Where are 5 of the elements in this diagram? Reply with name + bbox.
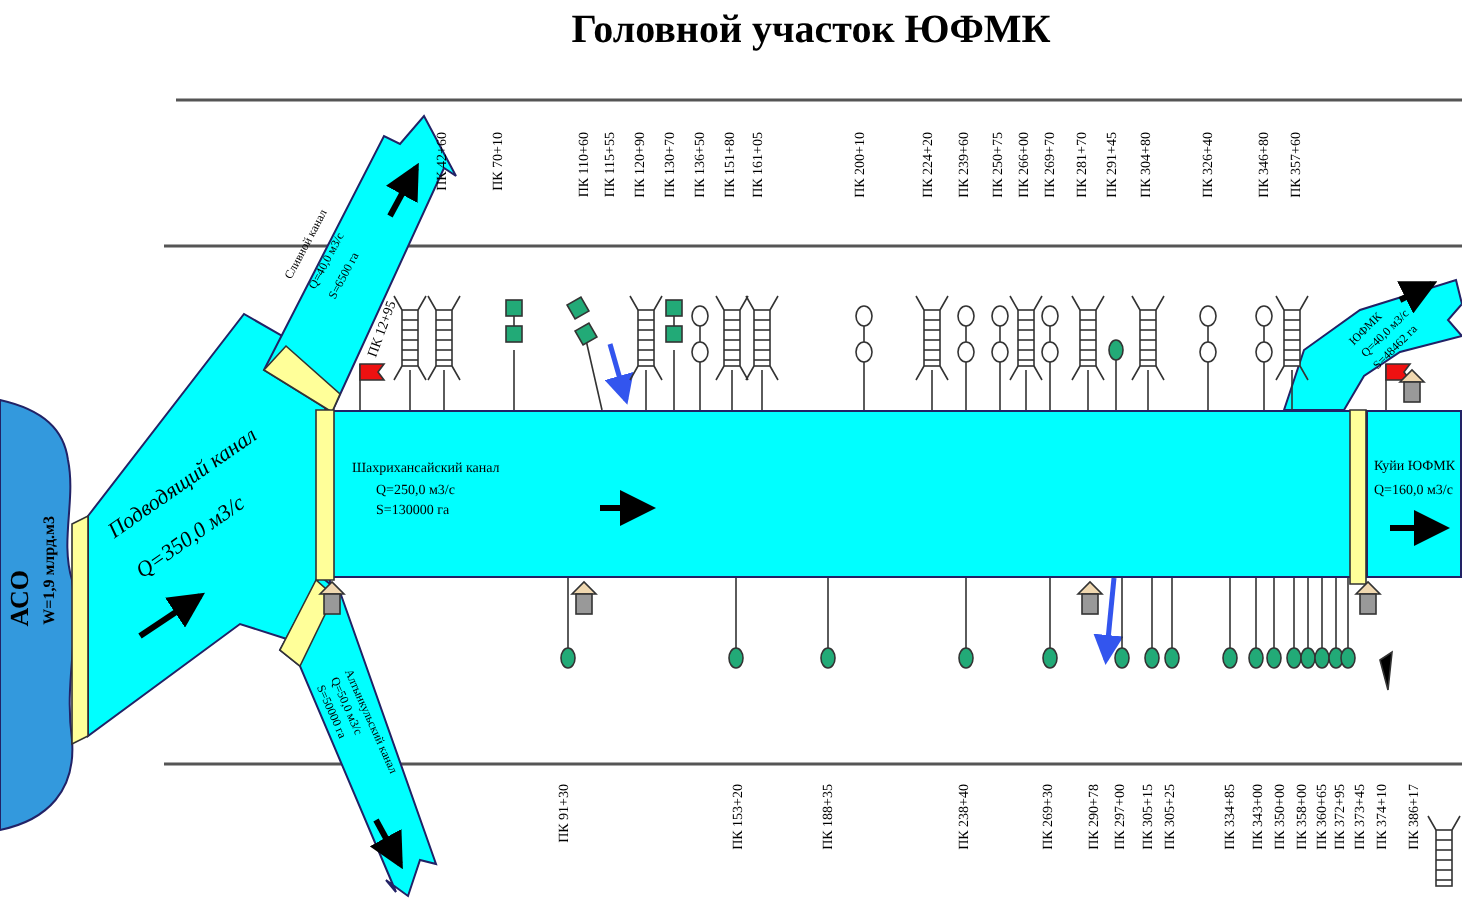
diagram-title: Головной участок ЮФМК	[571, 8, 1051, 52]
canal-label: АСО	[6, 570, 34, 627]
canal-section	[1366, 410, 1462, 578]
canal-label: W=1,9 млрд.м3	[40, 516, 58, 625]
canal-section	[330, 410, 1354, 578]
